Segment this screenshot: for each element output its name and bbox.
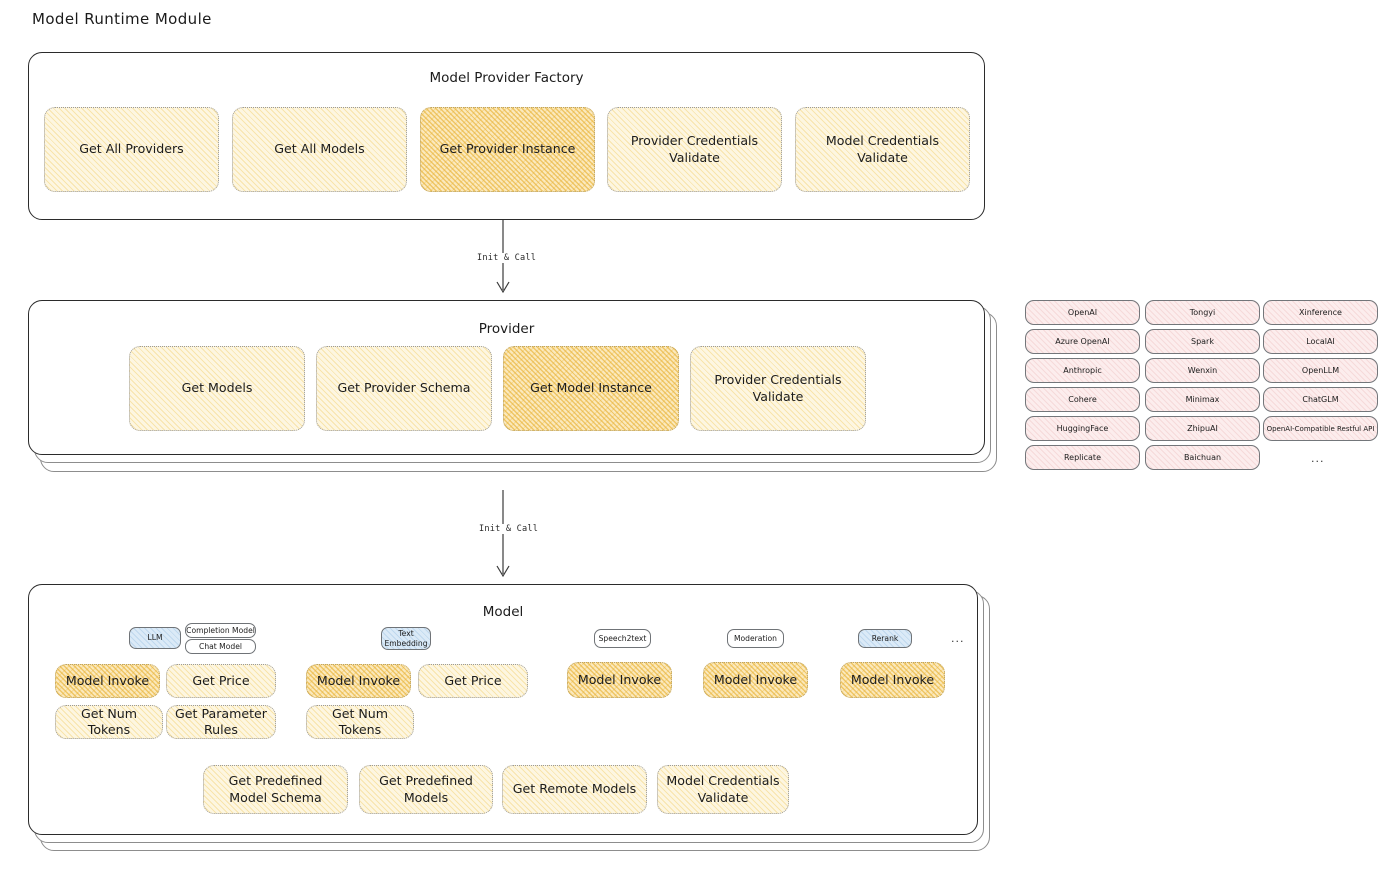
page-title: Model Runtime Module — [32, 10, 212, 28]
node-get-remote-models[interactable]: Get Remote Models — [502, 765, 647, 814]
node-provider-credentials-validate-2[interactable]: Provider Credentials Validate — [690, 346, 866, 431]
badge-moderation[interactable]: Moderation — [727, 629, 784, 648]
provider-chip-xinference[interactable]: Xinference — [1263, 300, 1378, 325]
node-llm-model-invoke[interactable]: Model Invoke — [55, 664, 160, 698]
node-llm-get-parameter-rules[interactable]: Get Parameter Rules — [166, 705, 276, 739]
node-speech2text-model-invoke[interactable]: Model Invoke — [567, 662, 672, 698]
badge-rerank[interactable]: Rerank — [858, 629, 912, 648]
model-title: Model — [482, 604, 524, 620]
badge-chat-model[interactable]: Chat Model — [185, 639, 256, 654]
provider-chip-huggingface[interactable]: HuggingFace — [1025, 416, 1140, 441]
provider-chip-localai[interactable]: LocalAI — [1263, 329, 1378, 354]
provider-chip-zhipuai[interactable]: ZhipuAI — [1145, 416, 1260, 441]
badge-llm[interactable]: LLM — [129, 627, 181, 649]
provider-chip-anthropic[interactable]: Anthropic — [1025, 358, 1140, 383]
provider-chip-wenxin[interactable]: Wenxin — [1145, 358, 1260, 383]
node-get-predefined-model-schema[interactable]: Get Predefined Model Schema — [203, 765, 348, 814]
arrow-label-init-call-2: Init & Call — [476, 524, 542, 534]
node-text-embedding-get-num-tokens[interactable]: Get Num Tokens — [306, 705, 414, 739]
node-get-provider-instance[interactable]: Get Provider Instance — [420, 107, 595, 192]
provider-chip-spark[interactable]: Spark — [1145, 329, 1260, 354]
provider-chip-tongyi[interactable]: Tongyi — [1145, 300, 1260, 325]
node-model-credentials-validate[interactable]: Model Credentials Validate — [795, 107, 970, 192]
node-provider-credentials-validate[interactable]: Provider Credentials Validate — [607, 107, 782, 192]
node-llm-get-price[interactable]: Get Price — [166, 664, 276, 698]
node-get-models[interactable]: Get Models — [129, 346, 305, 431]
model-types-more-ellipsis: ... — [951, 632, 965, 645]
node-text-embedding-get-price[interactable]: Get Price — [418, 664, 528, 698]
badge-text-embedding[interactable]: Text Embedding — [381, 627, 431, 650]
provider-title: Provider — [478, 321, 535, 337]
provider-chip-minimax[interactable]: Minimax — [1145, 387, 1260, 412]
node-get-all-models[interactable]: Get All Models — [232, 107, 407, 192]
model-provider-factory-title: Model Provider Factory — [429, 70, 584, 86]
provider-chip-openllm[interactable]: OpenLLM — [1263, 358, 1378, 383]
arrow-label-init-call-1: Init & Call — [474, 253, 540, 263]
node-get-predefined-models[interactable]: Get Predefined Models — [359, 765, 493, 814]
provider-chip-cohere[interactable]: Cohere — [1025, 387, 1140, 412]
node-get-all-providers[interactable]: Get All Providers — [44, 107, 219, 192]
badge-completion-model[interactable]: Completion Model — [185, 623, 256, 638]
node-llm-get-num-tokens[interactable]: Get Num Tokens — [55, 705, 163, 739]
provider-chip-openai-compatible-restful-api[interactable]: OpenAI-Compatible Restful API — [1263, 416, 1378, 441]
provider-chip-chatglm[interactable]: ChatGLM — [1263, 387, 1378, 412]
node-get-model-instance[interactable]: Get Model Instance — [503, 346, 679, 431]
arrow-provider-to-model — [496, 490, 510, 578]
provider-chip-replicate[interactable]: Replicate — [1025, 445, 1140, 470]
provider-chip-openai[interactable]: OpenAI — [1025, 300, 1140, 325]
provider-list-more-ellipsis: ... — [1311, 452, 1325, 465]
node-model-credentials-validate-2[interactable]: Model Credentials Validate — [657, 765, 789, 814]
provider-chip-baichuan[interactable]: Baichuan — [1145, 445, 1260, 470]
node-moderation-model-invoke[interactable]: Model Invoke — [703, 662, 808, 698]
node-rerank-model-invoke[interactable]: Model Invoke — [840, 662, 945, 698]
badge-speech2text[interactable]: Speech2text — [594, 629, 651, 648]
node-text-embedding-model-invoke[interactable]: Model Invoke — [306, 664, 411, 698]
provider-chip-azure-openai[interactable]: Azure OpenAI — [1025, 329, 1140, 354]
node-get-provider-schema[interactable]: Get Provider Schema — [316, 346, 492, 431]
